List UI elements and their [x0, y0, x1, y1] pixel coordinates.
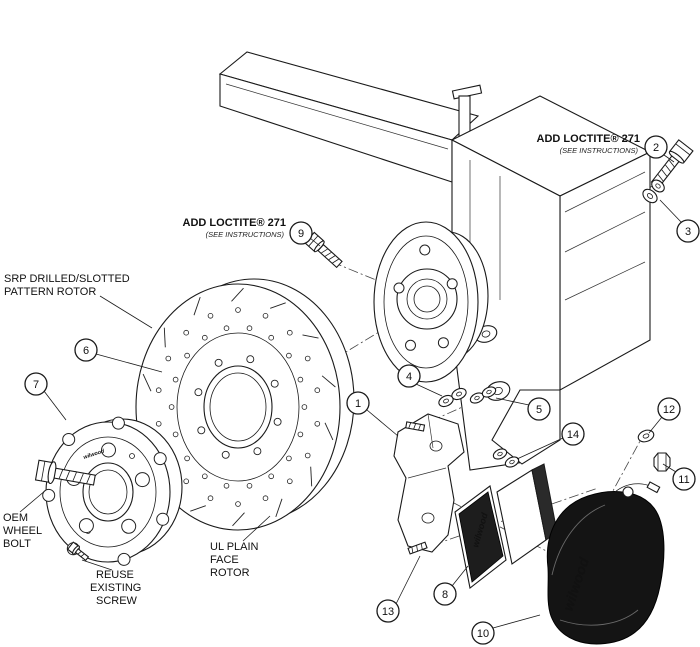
callout-6: 6 — [74, 338, 98, 362]
leader-lines — [19, 154, 683, 629]
svg-text:10: 10 — [477, 628, 489, 640]
svg-text:4: 4 — [406, 371, 412, 383]
rotor-drill-pattern — [140, 287, 336, 527]
svg-text:PATTERN ROTOR: PATTERN ROTOR — [4, 286, 96, 298]
callout-8: 8 — [433, 582, 457, 606]
loctite-right-subtitle: (SEE INSTRUCTIONS) — [560, 146, 639, 155]
svg-text:7: 7 — [33, 379, 39, 391]
hub-flange — [373, 221, 489, 383]
loctite-note-right: ADD LOCTITE® 271 (SEE INSTRUCTIONS) — [537, 133, 640, 155]
svg-text:FACE: FACE — [210, 554, 239, 566]
bracket-bolt — [304, 231, 343, 269]
shim-washers — [492, 448, 520, 468]
svg-text:EXISTING: EXISTING — [90, 582, 141, 594]
brake-pads: wilwood — [454, 463, 558, 589]
loctite-note-left: ADD LOCTITE® 271 (SEE INSTRUCTIONS) — [183, 217, 286, 239]
rotor — [135, 278, 355, 531]
svg-text:OEM: OEM — [3, 512, 28, 524]
svg-text:3: 3 — [685, 226, 691, 238]
caliper-bolt — [650, 139, 694, 189]
oem-wheel-bolt — [34, 459, 96, 486]
svg-text:BOLT: BOLT — [3, 538, 31, 550]
svg-text:14: 14 — [567, 429, 579, 441]
brake-caliper: wilwood — [546, 481, 665, 645]
label-ul-rotor: UL PLAIN FACE ROTOR — [210, 541, 259, 579]
svg-text:5: 5 — [536, 404, 542, 416]
axle-housing — [218, 51, 652, 471]
bracket-washers — [438, 386, 497, 408]
svg-text:WHEEL: WHEEL — [3, 525, 42, 537]
hub-hat: wilwood — [42, 416, 183, 566]
loctite-right-title: ADD LOCTITE® 271 — [537, 133, 640, 145]
callout-3: 3 — [676, 219, 700, 243]
svg-text:2: 2 — [653, 142, 659, 154]
caliper-washer — [637, 429, 655, 443]
svg-text:6: 6 — [83, 345, 89, 357]
svg-text:REUSE: REUSE — [96, 569, 134, 581]
label-reuse-screw: REUSE EXISTING SCREW — [90, 569, 141, 607]
svg-text:11: 11 — [678, 474, 689, 486]
existing-screw — [66, 541, 90, 562]
caliper-nut — [653, 452, 671, 472]
loctite-left-title: ADD LOCTITE® 271 — [183, 217, 286, 229]
svg-text:8: 8 — [442, 589, 448, 601]
svg-text:12: 12 — [663, 404, 675, 416]
pad-friction-face — [458, 491, 504, 583]
svg-text:ROTOR: ROTOR — [210, 567, 250, 579]
label-srp-rotor: SRP DRILLED/SLOTTED PATTERN ROTOR — [4, 273, 130, 298]
callout-14: 14 — [561, 422, 585, 446]
callout-7: 7 — [24, 372, 48, 396]
callout-5: 5 — [527, 397, 551, 421]
callout-11: 11 — [672, 467, 696, 491]
callout-9: 9 — [289, 221, 313, 245]
svg-text:SRP DRILLED/SLOTTED: SRP DRILLED/SLOTTED — [4, 273, 130, 285]
callout-13: 13 — [376, 599, 400, 623]
svg-text:13: 13 — [382, 606, 394, 618]
callout-4: 4 — [397, 364, 421, 388]
svg-text:9: 9 — [298, 228, 304, 240]
svg-text:1: 1 — [355, 398, 361, 410]
svg-text:UL PLAIN: UL PLAIN — [210, 541, 259, 553]
callout-2: 2 — [644, 135, 668, 159]
callout-1: 1 — [346, 391, 370, 415]
label-oem-wheel-bolt: OEM WHEEL BOLT — [3, 512, 42, 550]
svg-text:SCREW: SCREW — [96, 595, 138, 607]
banjo-fitting — [622, 486, 634, 498]
loctite-left-subtitle: (SEE INSTRUCTIONS) — [206, 230, 285, 239]
bleed-screw — [646, 481, 661, 494]
washer-3 — [642, 179, 665, 204]
callout-12: 12 — [657, 397, 681, 421]
caliper-body — [546, 491, 665, 645]
callout-10: 10 — [471, 621, 495, 645]
caliper-bracket — [393, 413, 465, 555]
